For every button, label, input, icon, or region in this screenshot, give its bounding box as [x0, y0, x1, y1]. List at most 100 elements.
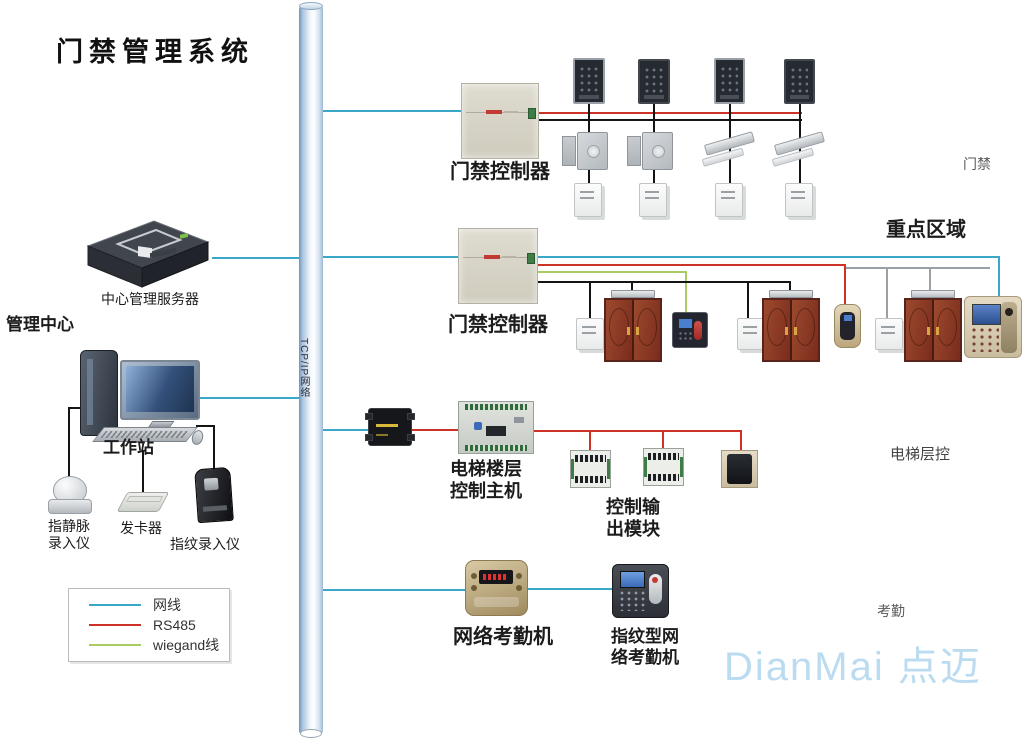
- legend-row-wiegand: wiegand线: [89, 635, 229, 655]
- card-issuer-device: [116, 492, 170, 512]
- backbone-label: TCP/IP网络: [298, 338, 309, 399]
- exit-button-4: [785, 183, 813, 217]
- fingerprint-attendance-machine: [612, 564, 669, 618]
- page-title: 门禁管理系统: [56, 37, 254, 68]
- wire-signal-keyarea-bus: [538, 281, 791, 283]
- elevator-control-host: [458, 401, 534, 454]
- elevator-card-reader: [721, 450, 758, 488]
- controller-logo: [483, 255, 500, 260]
- wire-rs485-elevator-bus: [534, 430, 742, 432]
- fingerprint-reader-gold: [834, 304, 861, 348]
- fingerprint-terminal-1: [672, 312, 708, 348]
- wire-rs485-keyarea-bus: [538, 264, 846, 266]
- zone-label-access: 门禁: [963, 156, 991, 172]
- legend-swatch-rs485: [89, 624, 141, 626]
- exit-button-3: [715, 183, 743, 217]
- zone-label-attendance: 考勤: [877, 603, 905, 619]
- exit-button-2: [639, 183, 667, 217]
- wire-door1-drop: [631, 281, 633, 297]
- access-controller-1-label: 门禁控制器: [450, 161, 550, 183]
- exit-button-1: [574, 183, 602, 217]
- wire-network-server: [212, 257, 299, 259]
- pipe-top-cap: [299, 2, 323, 10]
- vein-enroller-device: [48, 476, 92, 520]
- controller-logo: [486, 110, 503, 115]
- wire-network-workstation: [193, 397, 299, 399]
- fingerprint-enroller-device: [194, 466, 234, 524]
- network-converter: [365, 408, 415, 446]
- fingerprint-enroller-label: 指纹录入仪: [170, 536, 240, 552]
- legend-box: 网线 RS485 wiegand线: [68, 588, 230, 662]
- zone-label-keyarea: 重点区域: [886, 219, 966, 241]
- vein-enroller-label: 指静脉 录入仪: [48, 518, 90, 551]
- output-module-1: [570, 450, 611, 488]
- wire-vein-v: [68, 407, 70, 479]
- wire-wiegand-bus: [538, 271, 687, 273]
- zone-label-elevator: 电梯层控: [890, 446, 951, 463]
- legend-swatch-wiegand: [89, 644, 141, 646]
- card-reader-4: [784, 59, 815, 104]
- card-issuer-label: 发卡器: [120, 520, 162, 536]
- wire-issuer-v: [142, 450, 144, 492]
- access-controller-1: [461, 83, 539, 159]
- pipe-bottom-cap: [300, 729, 322, 738]
- wire-door3-drop: [929, 267, 931, 296]
- wire-network-controller1: [323, 110, 461, 112]
- wire-rs485-module2-drop: [662, 430, 664, 450]
- wire-rs485-module1-drop: [589, 430, 591, 452]
- network-attendance-label: 网络考勤机: [453, 626, 553, 648]
- legend-label-rs485: RS485: [153, 617, 196, 633]
- fingerprint-attendance-label: 指纹型网 络考勤机: [611, 627, 679, 667]
- server-label: 中心管理服务器: [101, 291, 199, 307]
- fingerprint-band: [202, 505, 228, 512]
- card-reader-2: [638, 59, 670, 104]
- wire-exit1-drop: [589, 281, 591, 321]
- face-terminal: [964, 296, 1022, 358]
- electric-lock-1: [562, 132, 608, 170]
- card-reader-1: [573, 58, 605, 104]
- exit-button-keyarea-3: [875, 318, 903, 350]
- exit-button-keyarea-1: [576, 318, 604, 350]
- fingerprint-window: [203, 477, 219, 491]
- wire-vein-h: [68, 407, 82, 409]
- wooden-door-1: [604, 298, 662, 362]
- access-controller-2-label: 门禁控制器: [448, 314, 548, 336]
- controller-port: [527, 253, 535, 265]
- zone-label-management: 管理中心: [6, 315, 74, 334]
- wire-network-attendance2: [528, 588, 612, 590]
- workstation-monitor: [120, 360, 200, 420]
- wire-wiegand-fp1-drop: [685, 271, 687, 314]
- wire-exit2-drop: [747, 281, 749, 321]
- wooden-door-3: [904, 298, 962, 362]
- door-maglock-3: [911, 290, 955, 298]
- legend-row-rs485: RS485: [89, 617, 229, 633]
- door-maglock-1: [611, 290, 655, 298]
- wooden-door-2: [762, 298, 820, 362]
- controller-port: [528, 108, 536, 120]
- workstation-tower: [80, 350, 118, 436]
- vein-base: [48, 499, 92, 514]
- wire-network-converter: [323, 429, 368, 431]
- output-module-label: 控制输 出模块: [606, 497, 660, 539]
- wire-gray-keyarea-bus: [846, 267, 990, 269]
- wire-fpenr-v: [213, 425, 215, 475]
- wire-signal-access-bus: [539, 119, 802, 121]
- wire-network-attendance1: [323, 589, 465, 591]
- legend-label-network: 网线: [153, 597, 181, 613]
- wire-rs485-converter-host: [410, 429, 458, 431]
- door-maglock-2: [769, 290, 813, 298]
- wire-door2-drop: [789, 281, 791, 297]
- output-module-2: [643, 448, 684, 486]
- electric-lock-2: [627, 132, 673, 170]
- wire-rs485-goldreader-drop: [844, 264, 846, 306]
- watermark: DianMai 点迈: [724, 645, 982, 689]
- monitor-screen: [126, 366, 194, 412]
- central-server: [86, 220, 210, 288]
- elevator-host-label: 电梯楼层 控制主机: [450, 459, 522, 501]
- legend-swatch-network: [89, 604, 141, 606]
- legend-row-network: 网线: [89, 595, 229, 615]
- wire-rs485-reader-drop: [740, 430, 742, 452]
- exit-button-keyarea-2: [737, 318, 765, 350]
- wire-exit3-drop: [886, 267, 888, 320]
